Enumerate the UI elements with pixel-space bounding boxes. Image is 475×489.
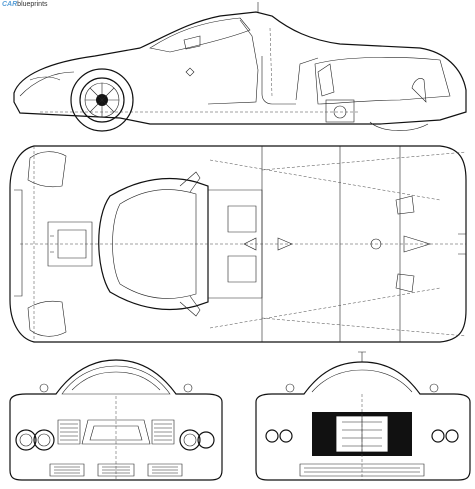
front-view [9, 359, 223, 481]
rear-view [255, 351, 471, 481]
brand-text-blueprints: blueprints [17, 1, 48, 8]
top-view [9, 145, 467, 343]
brand-text-car: CAR [2, 1, 18, 8]
side-view [13, 2, 467, 132]
watermark-logo: CARblueprints [2, 0, 48, 9]
